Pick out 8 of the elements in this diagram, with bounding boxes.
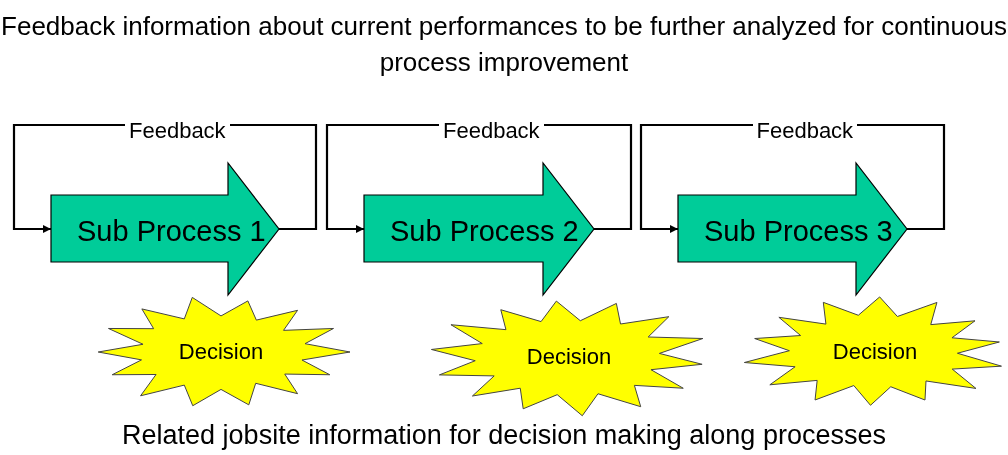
decision-label: Decision — [831, 339, 919, 365]
decision-label: Decision — [177, 339, 265, 365]
process-label: Sub Process 3 — [704, 214, 893, 248]
process-label: Sub Process 2 — [390, 214, 579, 248]
process-label: Sub Process 1 — [77, 214, 266, 248]
title: Feedback information about current performances to be further analyzed for continuous process improvement — [0, 10, 1008, 79]
decision-label: Decision — [525, 344, 613, 370]
caption: Related jobsite information for decision making along processes — [121, 419, 887, 452]
